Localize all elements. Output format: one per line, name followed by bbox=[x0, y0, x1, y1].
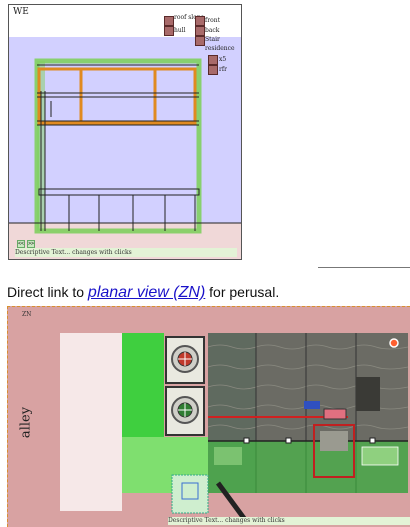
nav-prev-button[interactable]: << bbox=[17, 240, 25, 248]
zn-plan-drawing bbox=[60, 333, 409, 523]
x5-label: x5 bbox=[219, 56, 227, 63]
zn-title: ZN bbox=[22, 311, 32, 318]
link-prefix: Direct link to bbox=[7, 284, 85, 300]
back-label: back bbox=[205, 27, 220, 34]
stair-label: Stair bbox=[205, 36, 220, 43]
rfr-label: rfr bbox=[219, 66, 227, 73]
hull-button[interactable] bbox=[164, 26, 174, 36]
roof-slope-label: roof slope bbox=[174, 14, 205, 21]
zn-plan-panel[interactable]: ZN alley bbox=[7, 306, 410, 527]
back-button[interactable] bbox=[195, 26, 205, 36]
we-elevation-drawing bbox=[9, 58, 241, 234]
x5-button[interactable] bbox=[208, 55, 218, 65]
hull-label: hull bbox=[174, 27, 186, 34]
nav-next-button[interactable]: >> bbox=[27, 240, 35, 248]
rfr-button[interactable] bbox=[208, 65, 218, 75]
residence-label: residence bbox=[205, 45, 235, 52]
we-description: Descriptive Text... changes with clicks bbox=[15, 248, 237, 257]
roof-slope-button[interactable] bbox=[164, 16, 174, 26]
link-line: Direct link to planar view (ZN) for peru… bbox=[7, 284, 279, 302]
we-elevation-panel[interactable]: WE roof slope front hull back Stair resi… bbox=[8, 4, 242, 260]
front-label: front bbox=[205, 17, 220, 24]
we-title: WE bbox=[13, 7, 29, 17]
stair-button[interactable] bbox=[195, 36, 205, 46]
front-button[interactable] bbox=[195, 16, 205, 26]
divider-line bbox=[318, 267, 410, 268]
link-suffix: for perusal. bbox=[209, 284, 280, 300]
zn-description: Descriptive Text... changes with clicks bbox=[168, 517, 410, 525]
planar-view-link[interactable]: planar view (ZN) bbox=[87, 284, 206, 301]
